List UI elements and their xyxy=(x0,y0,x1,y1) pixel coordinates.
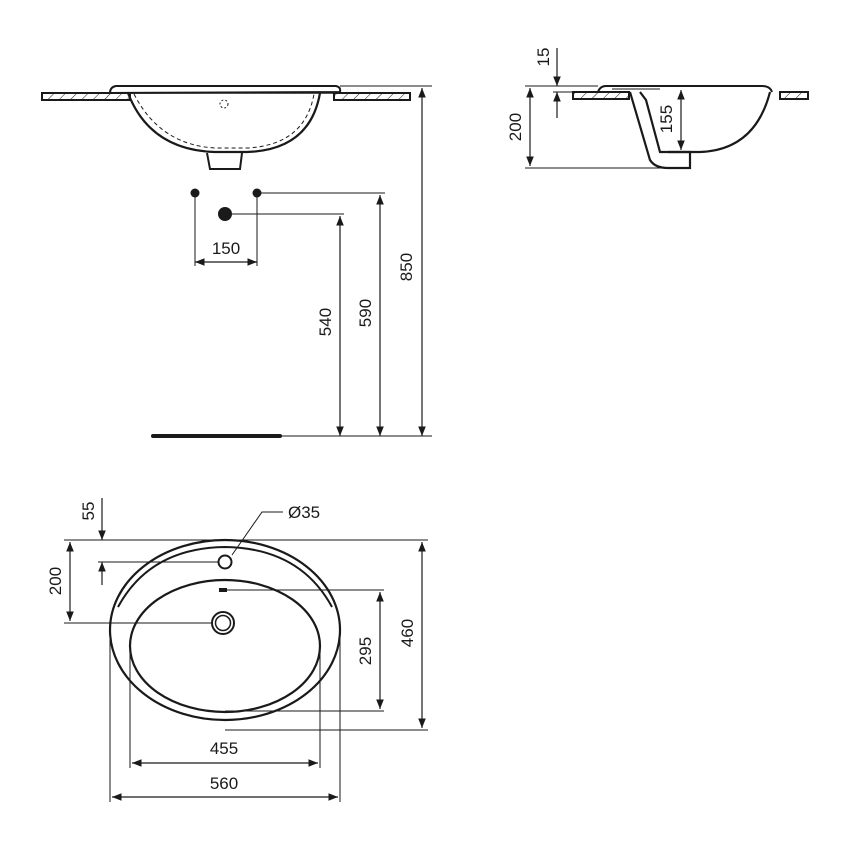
front-view: 150 540 590 850 xyxy=(41,85,432,438)
side-countertop-left xyxy=(572,91,630,100)
dim-15: 15 xyxy=(534,48,553,67)
waste-outlet xyxy=(206,152,243,170)
overflow-icon xyxy=(219,99,229,109)
countertop-right xyxy=(333,92,411,101)
side-countertop-right xyxy=(779,91,809,100)
dim-55: 55 xyxy=(79,502,98,521)
plan-bowl xyxy=(128,578,322,714)
dim-455: 455 xyxy=(210,739,238,758)
dim-590: 590 xyxy=(356,299,375,327)
dim-295: 295 xyxy=(356,637,375,665)
tap-hole xyxy=(217,554,233,570)
dim-155: 155 xyxy=(657,105,676,133)
basin-bowl xyxy=(126,92,322,154)
dim-850: 850 xyxy=(397,253,416,281)
dim-tap-diameter: Ø35 xyxy=(288,503,320,522)
dim-200-plan: 200 xyxy=(46,567,65,595)
side-basin-bowl xyxy=(668,91,772,154)
countertop-left xyxy=(41,92,131,101)
basin-rim xyxy=(109,85,342,94)
plan-view: Ø35 55 200 295 460 455 560 xyxy=(46,498,428,802)
dim-540: 540 xyxy=(316,308,335,336)
dim-560: 560 xyxy=(210,774,238,793)
dim-460: 460 xyxy=(398,619,417,647)
dim-200-side: 200 xyxy=(506,113,525,141)
side-view: 15 200 155 xyxy=(506,48,809,170)
dim-tap-spacing: 150 xyxy=(212,239,240,258)
